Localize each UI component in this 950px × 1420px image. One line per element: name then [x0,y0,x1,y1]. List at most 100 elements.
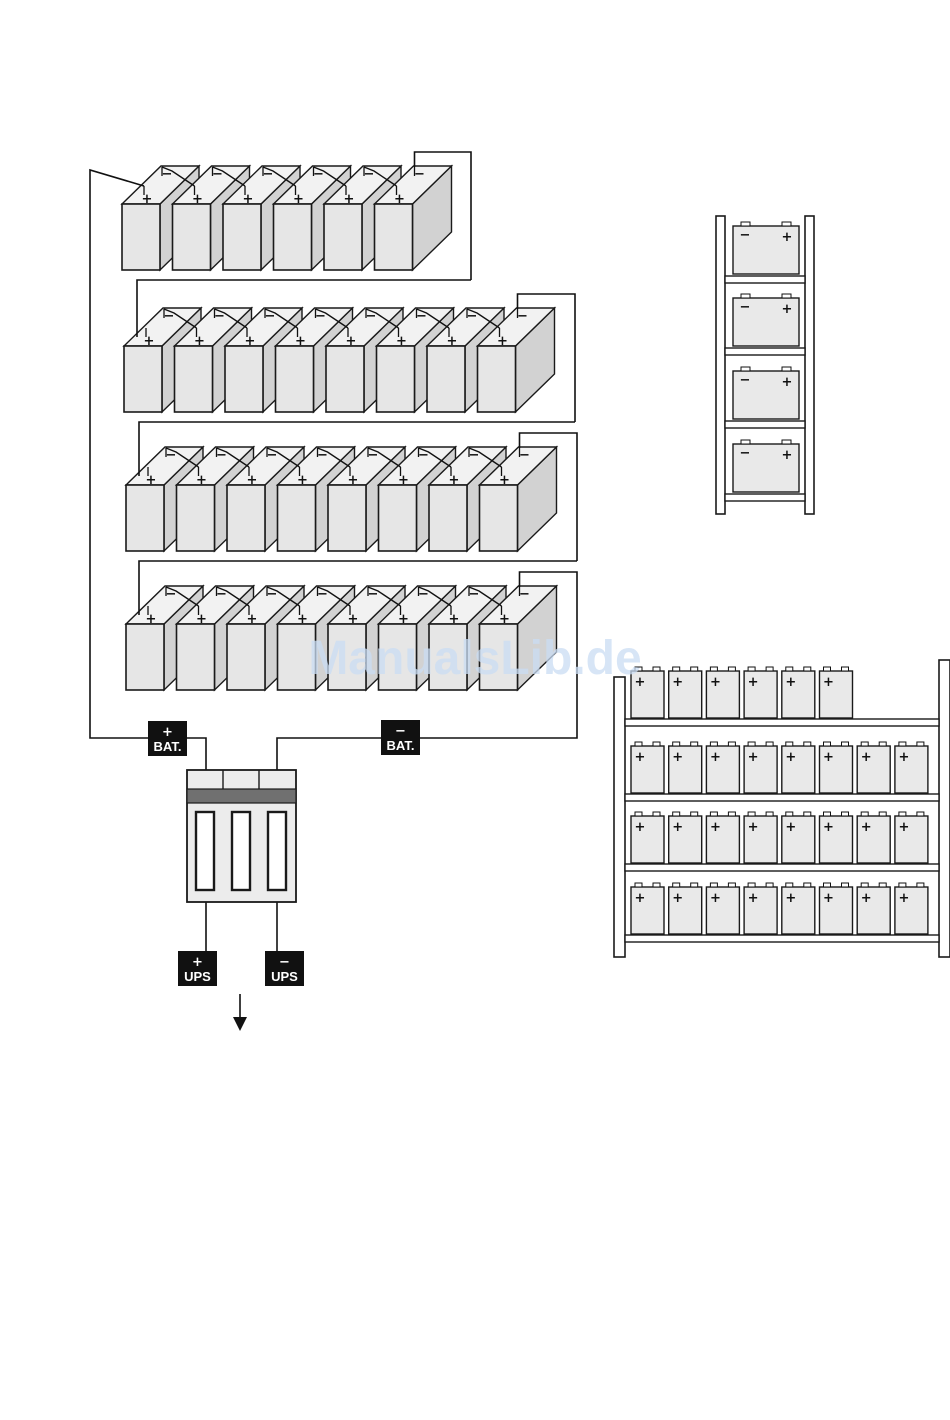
positive-mark: + [748,675,759,690]
rack-battery: + [820,667,853,718]
rack-battery: + [706,883,739,934]
positive-mark: + [785,891,796,906]
positive-mark: + [398,612,409,627]
rack-shelf [725,494,805,501]
negative-mark: − [519,587,530,602]
rack-battery: + [857,812,890,863]
positive-mark: + [785,750,796,765]
positive-mark: + [898,891,909,906]
positive-mark: + [449,473,460,488]
fuse-slot [268,812,286,890]
negative-mark: − [740,373,751,388]
rack-battery: + [744,883,777,934]
positive-mark: + [247,612,258,627]
rack-battery: + [820,742,853,793]
ups-positive-label: UPS [184,969,211,984]
positive-mark: + [346,334,357,349]
battery-negative-sign: − [395,724,406,739]
rack-battery: + [744,742,777,793]
positive-mark: + [861,820,872,835]
positive-mark: + [447,334,458,349]
rack-shelf [725,421,805,428]
rack-post [716,216,725,514]
positive-mark: + [898,750,909,765]
positive-mark: + [344,192,355,207]
ups-positive-sign: + [192,955,203,970]
negative-mark: − [740,228,751,243]
positive-mark: + [748,820,759,835]
rack-battery: −+ [733,222,799,274]
rack-battery: + [631,883,664,934]
positive-mark: + [710,675,721,690]
positive-mark: + [782,448,793,463]
positive-mark: + [748,891,759,906]
rack-battery: −+ [733,440,799,492]
negative-mark: − [517,309,528,324]
positive-mark: + [398,473,409,488]
rack-battery: + [895,742,928,793]
rack-shelf [725,276,805,283]
rack-battery: + [706,742,739,793]
battery-bank: +−+−+−+−+−+−+−+−+−+−+−+−+−+−+−+−+−+−+−+−… [122,166,557,690]
battery-negative-tag: − BAT. [381,720,420,755]
positive-mark: + [245,334,256,349]
positive-mark: + [196,473,207,488]
positive-mark: + [192,192,203,207]
rack-battery: + [706,667,739,718]
positive-mark: + [449,612,460,627]
ups-negative-label: UPS [271,969,298,984]
rack-shelf [625,719,939,726]
battery-positive-label: BAT. [154,739,182,754]
positive-mark: + [782,302,793,317]
positive-mark: + [348,612,359,627]
positive-mark: + [243,192,254,207]
positive-mark: + [710,750,721,765]
fuse-slot [196,812,214,890]
ups-negative-sign: − [279,955,290,970]
positive-mark: + [823,820,834,835]
positive-mark: + [499,612,510,627]
rack-battery: + [669,812,702,863]
fuse-disconnect-box [187,770,296,902]
watermark: ManualsLib.de [308,632,641,685]
battery-row: +−+−+−+−+−+−+−+− [126,447,557,551]
fuse-slot [232,812,250,890]
negative-mark: − [414,167,425,182]
positive-mark: + [710,820,721,835]
negative-mark: − [519,448,530,463]
positive-mark: + [396,334,407,349]
positive-mark: + [635,891,646,906]
positive-mark: + [635,820,646,835]
positive-mark: + [785,820,796,835]
output-arrow [233,994,247,1031]
positive-mark: + [635,750,646,765]
battery-positive-tag: + BAT. [148,721,187,756]
positive-mark: + [348,473,359,488]
negative-feeder-wire [277,700,577,770]
positive-mark: + [194,334,205,349]
positive-mark: + [672,820,683,835]
positive-mark: + [823,750,834,765]
battery-negative-label: BAT. [387,738,415,753]
rack-battery: + [744,667,777,718]
positive-mark: + [144,334,155,349]
small-battery-rack: −+−+−+−+ [716,216,814,514]
rack-battery: + [857,742,890,793]
positive-mark: + [142,192,153,207]
large-battery-rack: ++++++++++++++++++++++++++++++ [614,660,950,957]
rack-battery: + [669,667,702,718]
rack-post [614,677,625,957]
rack-battery: −+ [733,294,799,346]
positive-mark: + [293,192,304,207]
positive-mark: + [499,473,510,488]
battery-row: +−+−+−+−+−+− [122,166,452,270]
rack-shelf [625,794,939,801]
rack-post [805,216,814,514]
positive-mark: + [782,230,793,245]
positive-mark: + [672,750,683,765]
positive-mark: + [146,473,157,488]
negative-mark: − [740,446,751,461]
rack-battery: + [706,812,739,863]
positive-mark: + [497,334,508,349]
